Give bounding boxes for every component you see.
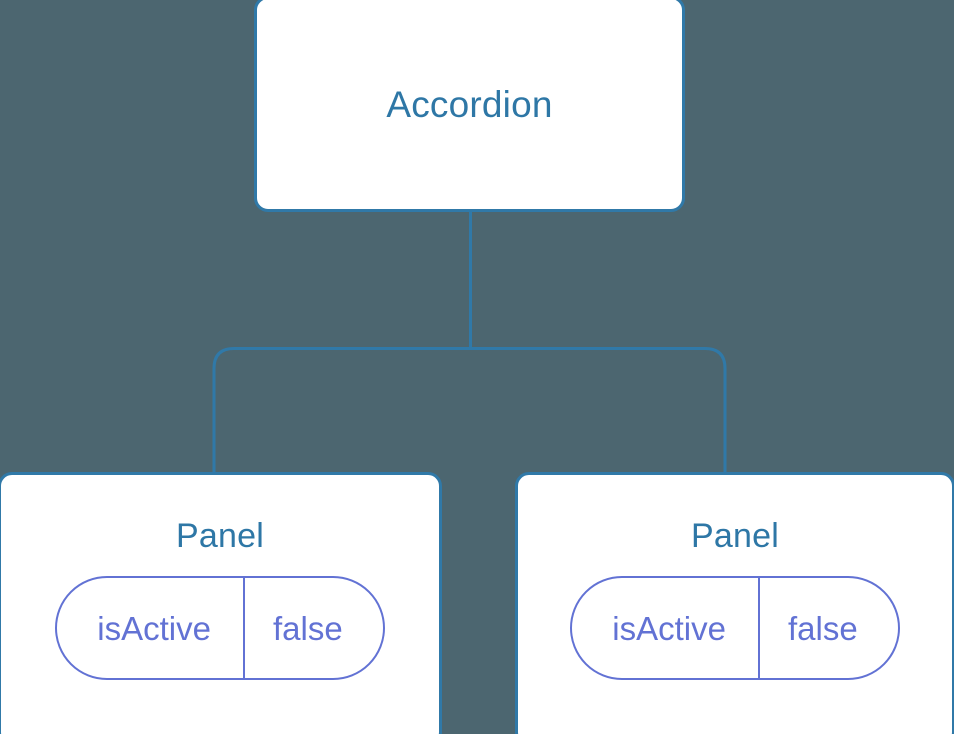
node-title: Accordion [386, 83, 553, 125]
tree-node-panel-0[interactable]: Panel isActive false [0, 472, 442, 734]
prop-key: isActive [57, 578, 245, 678]
tree-node-panel-1[interactable]: Panel isActive false [515, 472, 954, 734]
node-title: Panel [691, 517, 779, 555]
node-title: Panel [176, 517, 264, 555]
connector-edge-to-panel-1 [470, 347, 727, 474]
connector-edge-to-panel-0 [212, 347, 471, 474]
prop-key: isActive [572, 578, 760, 678]
prop-badge[interactable]: isActive false [55, 576, 385, 680]
prop-value: false [787, 609, 858, 647]
tree-node-accordion[interactable]: Accordion [254, 0, 685, 212]
prop-value: false [272, 609, 343, 647]
prop-badge[interactable]: isActive false [570, 576, 900, 680]
